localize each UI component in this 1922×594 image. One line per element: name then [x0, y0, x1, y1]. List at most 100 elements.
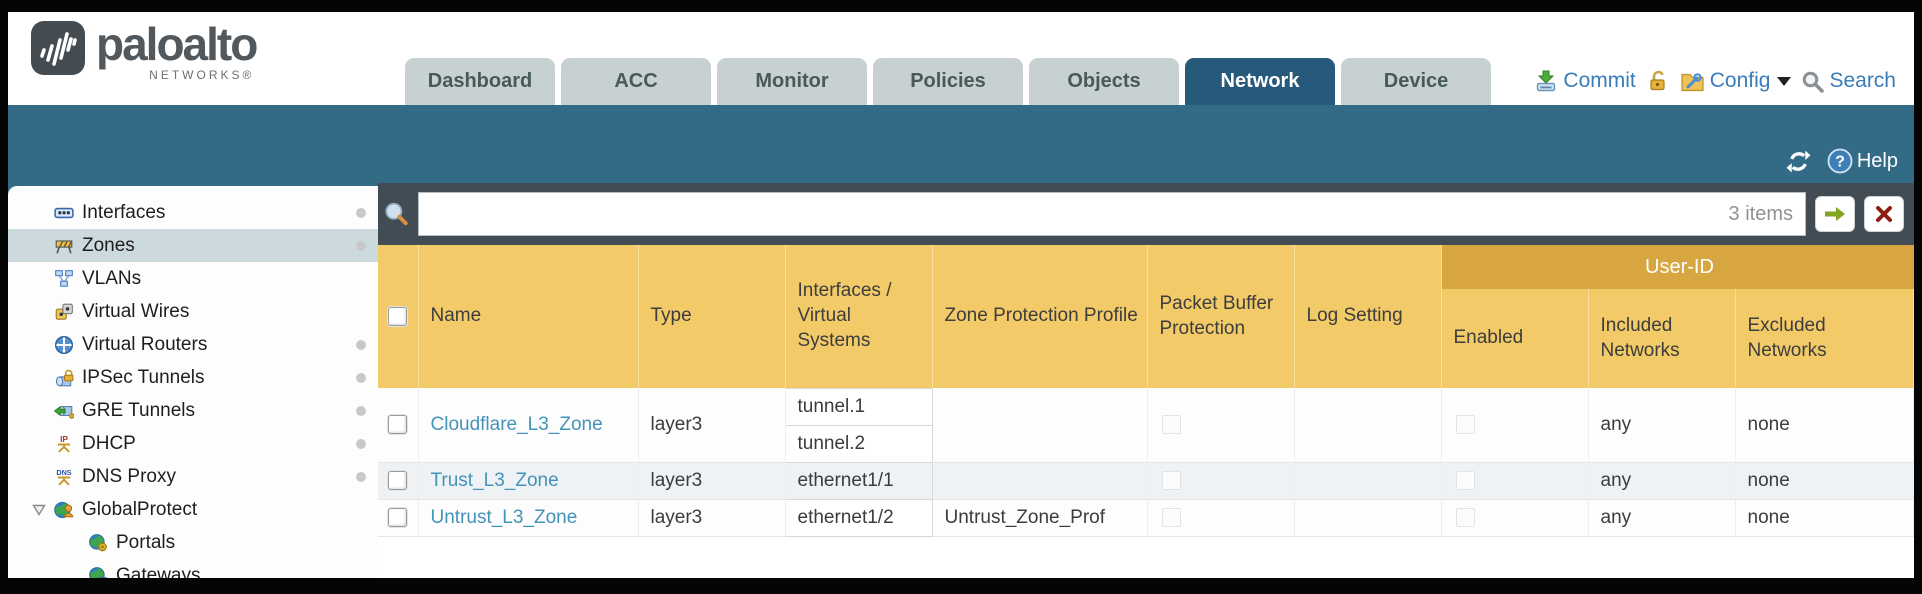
- global-search[interactable]: Search: [1801, 69, 1896, 93]
- sidebar-item-globalprotect[interactable]: GlobalProtect: [8, 493, 378, 526]
- row-select-cell: [378, 388, 419, 463]
- row-select-checkbox[interactable]: [388, 507, 408, 527]
- lock-icon[interactable]: [1646, 69, 1670, 93]
- packet-buffer-checkbox[interactable]: [1161, 415, 1181, 435]
- items-count: 3 items: [1728, 202, 1793, 225]
- sidebar-item-label: Gateways: [116, 564, 201, 579]
- zone-protection-cell: [932, 462, 1148, 500]
- included-networks-cell: any: [1588, 499, 1736, 537]
- apply-filter-button[interactable]: [1815, 196, 1855, 232]
- user-id-enabled-cell: [1441, 388, 1589, 463]
- brand-name: paloalto: [96, 18, 258, 70]
- interface-cell: ethernet1/1: [784, 461, 933, 500]
- config-label: Config: [1709, 69, 1771, 92]
- item-dot-icon: [356, 405, 366, 416]
- app-window: paloalto NETWORKS® Dashboard ACC Monitor…: [8, 12, 1914, 578]
- sidebar-item-dns-proxy[interactable]: DNS DNS Proxy: [8, 460, 378, 493]
- select-all-checkbox[interactable]: [388, 306, 408, 326]
- user-id-enabled-checkbox[interactable]: [1455, 415, 1475, 435]
- zone-name-cell: Cloudflare_L3_Zone: [418, 388, 639, 463]
- excluded-networks-cell: none: [1735, 388, 1914, 463]
- tab-acc[interactable]: ACC: [561, 58, 711, 105]
- table-row: Cloudflare_L3_Zone layer3 tunnel.1 any n…: [378, 387, 1914, 463]
- paloalto-logo: paloalto NETWORKS®: [30, 18, 258, 82]
- expander-triangle-icon[interactable]: [32, 504, 46, 516]
- dns-proxy-icon: DNS: [56, 467, 72, 485]
- col-header-zone-protection-profile[interactable]: Zone Protection Profile: [932, 245, 1148, 388]
- col-header-name[interactable]: Name: [418, 245, 639, 388]
- col-header-packet-buffer-protection[interactable]: Packet Buffer Protection: [1147, 245, 1295, 388]
- row-select-cell: [378, 499, 419, 537]
- sidebar-item-label: Virtual Wires: [82, 300, 190, 322]
- tab-dashboard[interactable]: Dashboard: [405, 58, 555, 105]
- zone-name-link[interactable]: Untrust_L3_Zone: [430, 506, 578, 528]
- config-dropdown[interactable]: Config: [1680, 69, 1792, 93]
- tab-device[interactable]: Device: [1341, 58, 1491, 105]
- sidebar-item-virtual-wires[interactable]: Virtual Wires: [8, 295, 378, 328]
- sidebar-item-interfaces[interactable]: Interfaces: [8, 196, 378, 229]
- sidebar-item-label: DHCP: [82, 432, 136, 454]
- packet-buffer-cell: [1147, 462, 1295, 500]
- tab-network[interactable]: Network: [1185, 58, 1335, 105]
- ipsec-tunnels-icon: [55, 369, 74, 386]
- commit-icon: [1537, 70, 1556, 92]
- packet-buffer-cell: [1147, 499, 1295, 537]
- filter-bar: 3 items: [378, 183, 1914, 245]
- zone-name-link[interactable]: Trust_L3_Zone: [430, 469, 559, 491]
- col-header-type[interactable]: Type: [638, 245, 786, 388]
- gateways-icon: [89, 566, 108, 578]
- included-networks-cell: any: [1588, 388, 1736, 463]
- filter-input[interactable]: [419, 193, 1805, 235]
- commit-button[interactable]: Commit: [1534, 69, 1636, 93]
- refresh-icon[interactable]: [1786, 149, 1811, 174]
- interface-cell: tunnel.1: [784, 387, 933, 426]
- paloalto-logo-icon: [31, 21, 85, 75]
- item-dot-icon: [356, 339, 366, 350]
- sidebar-item-gre-tunnels[interactable]: GRE Tunnels: [8, 394, 378, 427]
- search-icon: [1803, 71, 1825, 93]
- tab-monitor[interactable]: Monitor: [717, 58, 867, 105]
- zones-table-container: Name Type Interfaces / Virtual Systems Z…: [378, 245, 1914, 578]
- sidebar-item-vlans[interactable]: VLANs: [8, 262, 378, 295]
- help-button[interactable]: ? Help: [1827, 148, 1898, 174]
- globalprotect-icon: [54, 501, 74, 518]
- interface-cell: ethernet1/2: [784, 498, 933, 537]
- col-header-interfaces[interactable]: Interfaces / Virtual Systems: [785, 245, 933, 388]
- zone-type-cell: layer3: [638, 388, 786, 463]
- col-header-excluded-networks[interactable]: Excluded Networks: [1735, 289, 1914, 388]
- zone-protection-cell: Untrust_Zone_Prof: [932, 499, 1148, 537]
- help-icon: ?: [1827, 148, 1853, 174]
- log-setting-cell: [1294, 499, 1442, 537]
- band-tools: ? Help: [1786, 148, 1898, 174]
- zones-table: Name Type Interfaces / Virtual Systems Z…: [378, 245, 1914, 537]
- sidebar-item-label: GRE Tunnels: [82, 399, 195, 421]
- row-select-checkbox[interactable]: [388, 415, 408, 435]
- sidebar-item-ipsec-tunnels[interactable]: IPSec Tunnels: [8, 361, 378, 394]
- svg-text:?: ?: [1835, 154, 1845, 171]
- col-header-log-setting[interactable]: Log Setting: [1294, 245, 1442, 388]
- zone-name-cell: Trust_L3_Zone: [418, 462, 639, 500]
- packet-buffer-checkbox[interactable]: [1161, 470, 1181, 490]
- row-select-checkbox[interactable]: [388, 470, 408, 490]
- item-dot-icon: [356, 372, 366, 383]
- user-id-group-header: User-ID: [1441, 245, 1914, 289]
- sidebar-item-gateways[interactable]: Gateways: [8, 559, 378, 578]
- col-header-enabled[interactable]: Enabled: [1441, 289, 1589, 388]
- user-id-enabled-checkbox[interactable]: [1455, 507, 1475, 527]
- sidebar-item-dhcp[interactable]: IP DHCP: [8, 427, 378, 460]
- sidebar-item-zones[interactable]: Zones: [8, 229, 378, 262]
- col-header-included-networks[interactable]: Included Networks: [1588, 289, 1736, 388]
- tab-policies[interactable]: Policies: [873, 58, 1023, 105]
- included-networks-cell: any: [1588, 462, 1736, 500]
- sidebar-item-virtual-routers[interactable]: Virtual Routers: [8, 328, 378, 361]
- tab-objects[interactable]: Objects: [1029, 58, 1179, 105]
- sidebar-item-portals[interactable]: Portals: [8, 526, 378, 559]
- zone-protection-cell: [932, 388, 1148, 463]
- zone-name-link[interactable]: Cloudflare_L3_Zone: [430, 413, 603, 435]
- clear-filter-button[interactable]: [1864, 196, 1904, 232]
- user-id-enabled-cell: [1441, 462, 1589, 500]
- table-subrow: tunnel.2: [378, 424, 1914, 463]
- packet-buffer-checkbox[interactable]: [1161, 507, 1181, 527]
- user-id-enabled-checkbox[interactable]: [1455, 470, 1475, 490]
